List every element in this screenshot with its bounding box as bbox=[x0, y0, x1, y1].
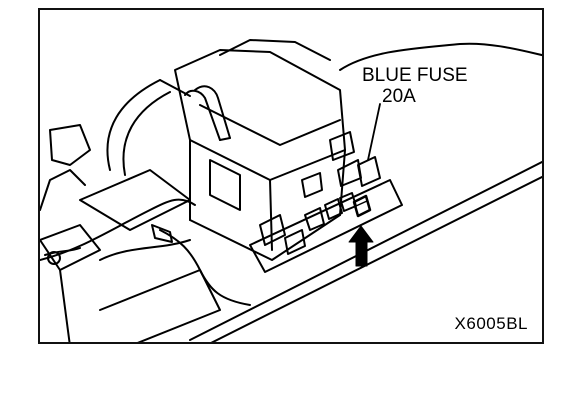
diagram-frame: BLUE FUSE 20A X6005BL bbox=[38, 8, 544, 344]
callout-label-line1: BLUE FUSE bbox=[362, 65, 468, 86]
callout-leader bbox=[367, 103, 381, 161]
callout-label-line2: 20A bbox=[382, 86, 416, 107]
fender-edge bbox=[189, 42, 542, 342]
blue-fuse bbox=[352, 194, 372, 218]
box-strap bbox=[184, 85, 231, 141]
intake-hose bbox=[106, 79, 191, 176]
wire-harness bbox=[40, 198, 251, 306]
relay-box bbox=[174, 39, 346, 261]
figure-code: X6005BL bbox=[454, 314, 528, 333]
battery-bracket bbox=[40, 124, 221, 342]
engine-bay-illustration bbox=[40, 39, 542, 342]
fuse-block bbox=[249, 131, 403, 273]
up-arrow-icon bbox=[348, 225, 374, 267]
